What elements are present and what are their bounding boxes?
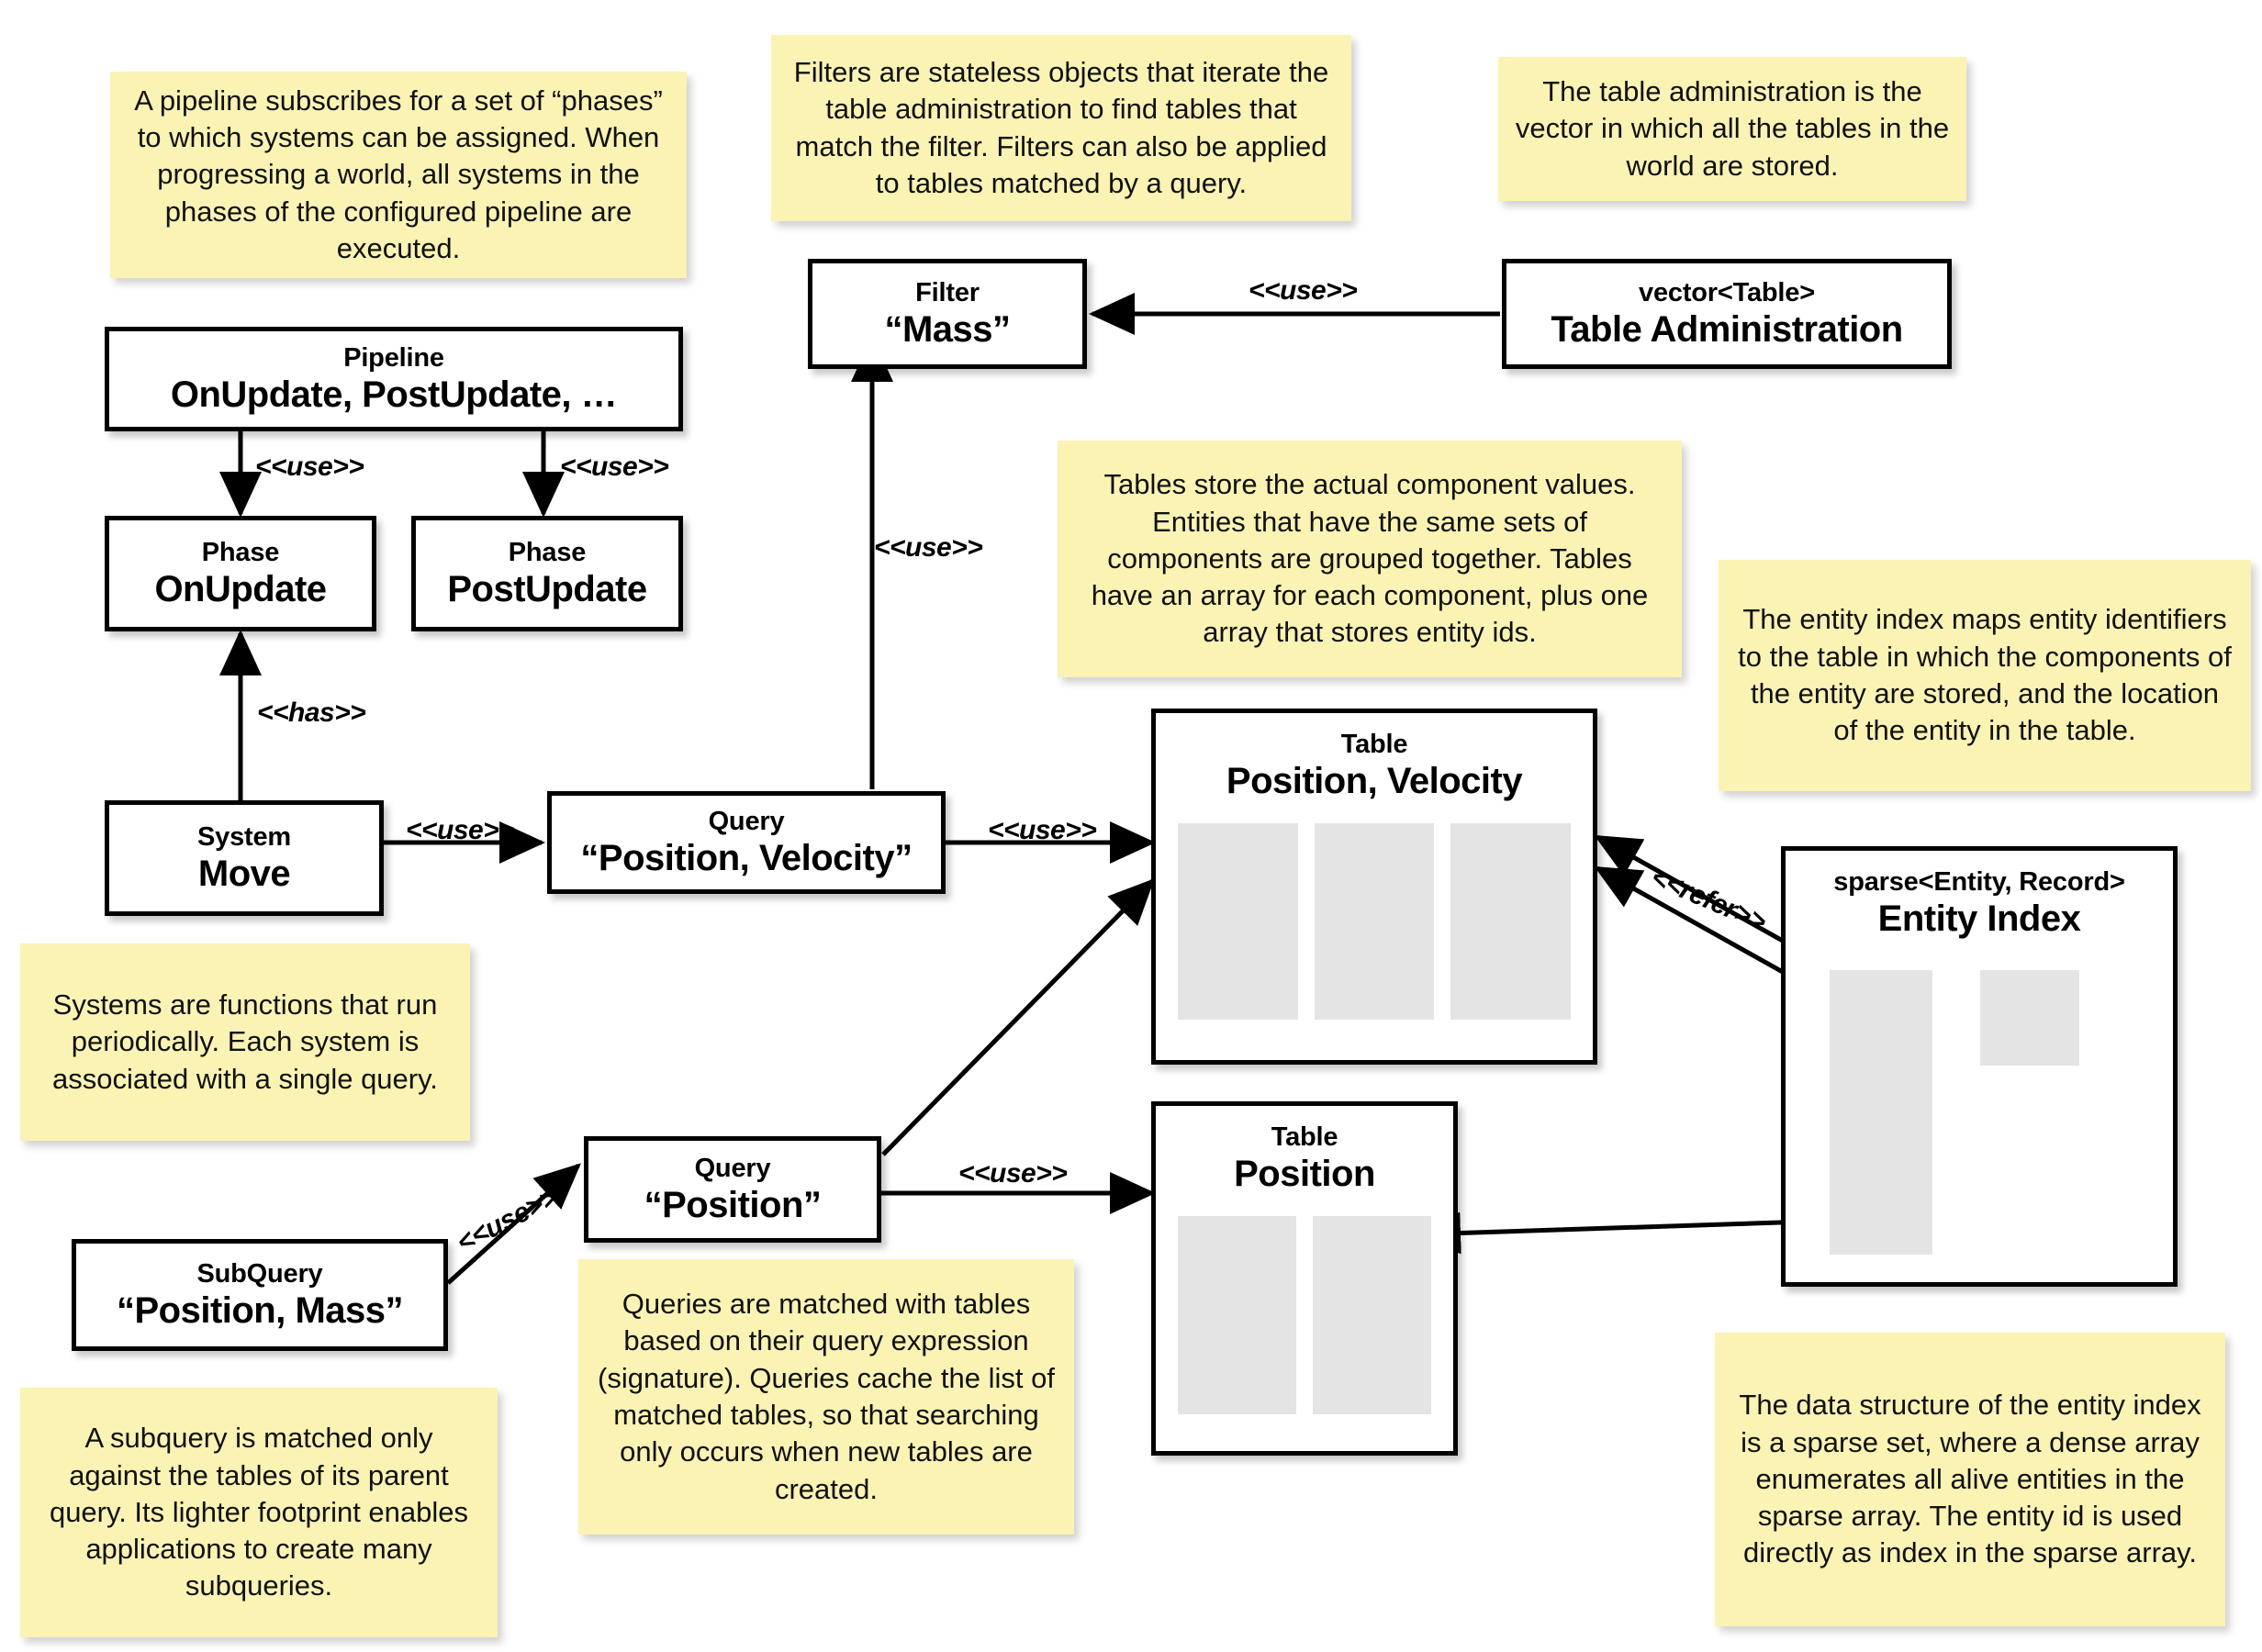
note-systems-text: Systems are functions that run periodica… [52,988,438,1095]
edge-label-entityindex-to-tables: <<refer>> [1646,862,1771,938]
box-pipeline-stereotype: Pipeline [343,342,444,373]
box-table-position-name: Position [1234,1154,1375,1195]
box-table-position[interactable]: Table Position [1151,1101,1458,1456]
box-query-position-stereotype: Query [694,1153,771,1183]
box-filter-mass-name: “Mass” [884,309,1011,351]
note-entity-index: The entity index maps entity identifiers… [1719,560,2251,791]
box-table-position-velocity[interactable]: Table Position, Velocity [1151,709,1597,1065]
box-phase-onupdate[interactable]: Phase OnUpdate [105,516,376,631]
table-position-velocity-arrays [1178,823,1572,1020]
box-system-move-name: Move [197,854,291,895]
box-phase-onupdate-stereotype: Phase [201,537,280,567]
edge-label-query-to-filter: <<use>> [874,532,983,563]
box-filter-mass[interactable]: Filter “Mass” [808,259,1087,369]
box-table-position-stereotype: Table [1271,1122,1338,1152]
note-queries: Queries are matched with tables based on… [578,1259,1074,1535]
note-tables-text: Tables store the actual component values… [1091,468,1649,649]
note-queries-text: Queries are matched with tables based on… [598,1288,1055,1505]
edge-label-query-posvel-to-table: <<use>> [988,815,1097,845]
box-subquery-position-mass[interactable]: SubQuery “Position, Mass” [72,1239,448,1351]
box-filter-mass-stereotype: Filter [915,277,980,307]
note-filter-text: Filters are stateless objects that itera… [793,55,1329,199]
box-entity-index-name: Entity Index [1877,899,2081,940]
note-pipeline-text: A pipeline subscribes for a set of “phas… [134,84,663,264]
box-table-position-velocity-name: Position, Velocity [1226,761,1523,802]
edge-label-subquery-to-query: <<use>> [452,1182,563,1259]
box-phase-onupdate-name: OnUpdate [154,569,327,610]
box-phase-postupdate-stereotype: Phase [508,537,587,567]
note-sparse-set: The data structure of the entity index i… [1715,1333,2225,1626]
box-query-position-velocity-stereotype: Query [708,806,785,836]
box-phase-postupdate-name: PostUpdate [447,569,647,610]
box-subquery-position-mass-name: “Position, Mass” [116,1290,404,1332]
edge-label-system-to-phase: <<has>> [257,698,366,728]
note-systems: Systems are functions that run periodica… [20,943,470,1141]
box-table-administration-stereotype: vector<Table> [1639,277,1815,307]
edge-label-query-pos-to-table: <<use>> [958,1158,1068,1189]
box-query-position-velocity-name: “Position, Velocity” [580,838,913,879]
note-pipeline: A pipeline subscribes for a set of “phas… [110,72,687,278]
box-system-move[interactable]: System Move [105,800,384,916]
box-phase-postupdate[interactable]: Phase PostUpdate [411,516,683,631]
box-table-position-velocity-stereotype: Table [1340,730,1408,759]
note-table-admin-text: The table administration is the vector i… [1515,75,1950,182]
note-tables: Tables store the actual component values… [1058,441,1682,677]
box-query-position-velocity[interactable]: Query “Position, Velocity” [547,791,946,894]
note-entity-index-text: The entity index maps entity identifiers… [1738,603,2232,747]
edge-label-system-to-query: <<use>> [406,815,515,845]
component-array-position [1314,823,1435,1020]
edge-label-pipeline-to-postupdate: <<use>> [560,452,669,482]
box-table-administration-name: Table Administration [1551,309,1903,351]
component-array-entity-ids [1178,1216,1296,1414]
box-entity-index[interactable]: sparse<Entity, Record> Entity Index [1781,846,2178,1287]
sparse-array [1830,970,1932,1255]
box-pipeline-name: OnUpdate, PostUpdate, … [170,374,618,416]
component-array-entity-ids [1178,823,1298,1020]
box-pipeline[interactable]: Pipeline OnUpdate, PostUpdate, … [105,327,683,431]
component-array-position [1313,1216,1431,1414]
box-subquery-position-mass-stereotype: SubQuery [196,1258,323,1289]
note-filter: Filters are stateless objects that itera… [771,35,1351,221]
note-subquery-text: A subquery is matched only against the t… [49,1422,469,1602]
note-table-admin: The table administration is the vector i… [1498,57,1966,201]
box-table-administration[interactable]: vector<Table> Table Administration [1502,259,1952,369]
table-position-arrays [1178,1216,1431,1414]
dense-array [1980,970,2079,1066]
component-array-velocity [1450,823,1572,1020]
note-subquery: A subquery is matched only against the t… [20,1388,498,1637]
note-sparse-set-text: The data structure of the entity index i… [1739,1389,2201,1569]
box-query-position-name: “Position” [644,1185,822,1226]
box-entity-index-stereotype: sparse<Entity, Record> [1833,867,2125,897]
box-system-move-stereotype: System [197,821,291,852]
box-query-position[interactable]: Query “Position” [584,1136,881,1243]
edge-label-pipeline-to-onupdate: <<use>> [255,452,364,482]
edge-label-tableadmin-to-filter: <<use>> [1249,275,1358,306]
